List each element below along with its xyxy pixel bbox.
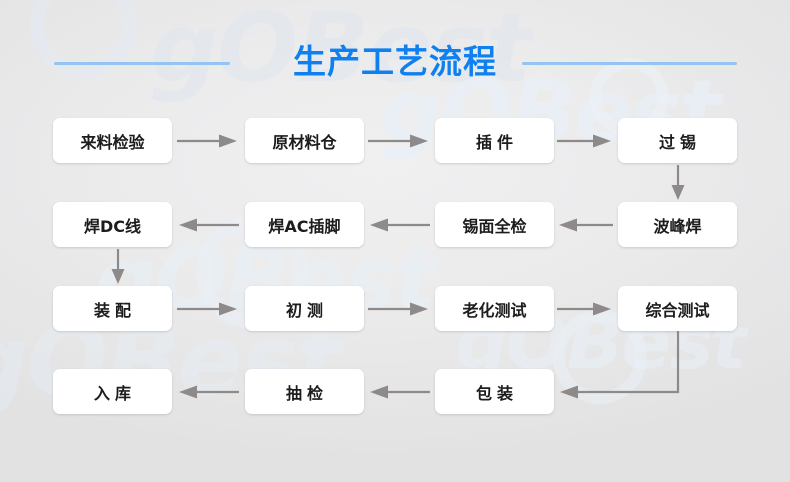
flow-node-label: 锡面全检 bbox=[462, 216, 527, 236]
arrow-left-icon bbox=[177, 217, 239, 233]
flow-node-label: 焊DC线 bbox=[83, 216, 142, 236]
flow-node-warehousing[interactable]: 入库 bbox=[53, 369, 172, 414]
flow-node-label: 综合测试 bbox=[645, 300, 710, 320]
title-rule-right bbox=[522, 62, 737, 65]
arrow-right-icon bbox=[557, 301, 613, 317]
flow-node-raw-material-warehouse[interactable]: 原材料仓 bbox=[245, 118, 364, 163]
flow-node-label: 波峰焊 bbox=[653, 216, 702, 236]
flow-node-label: 包装 bbox=[475, 383, 518, 403]
flow-node-label: 过锡 bbox=[658, 132, 701, 152]
flow-node-incoming-inspection[interactable]: 来料检验 bbox=[53, 118, 172, 163]
flow-node-assembly[interactable]: 装配 bbox=[53, 286, 172, 331]
flow-node-packaging[interactable]: 包装 bbox=[435, 369, 554, 414]
flow-node-label: 插件 bbox=[475, 132, 518, 152]
flow-node-label: 初测 bbox=[285, 300, 328, 320]
arrow-right-icon bbox=[368, 301, 430, 317]
arrow-left-icon bbox=[368, 384, 430, 400]
arrow-right-icon bbox=[368, 133, 430, 149]
flow-node-sampling-inspection[interactable]: 抽检 bbox=[245, 369, 364, 414]
arrow-down-icon bbox=[670, 165, 686, 201]
elbow-connector-down-left-icon bbox=[556, 331, 686, 401]
arrow-down-icon bbox=[110, 249, 126, 285]
arrow-right-icon bbox=[177, 301, 239, 317]
flow-node-label: 老化测试 bbox=[462, 300, 527, 320]
title-row: 生产工艺流程 bbox=[0, 38, 790, 86]
flow-node-tinning[interactable]: 过锡 bbox=[618, 118, 737, 163]
flow-node-tin-surface-inspection[interactable]: 锡面全检 bbox=[435, 202, 554, 247]
arrow-left-icon bbox=[368, 217, 430, 233]
flow-node-label: 原材料仓 bbox=[272, 132, 337, 152]
flow-node-initial-test[interactable]: 初测 bbox=[245, 286, 364, 331]
flow-node-label: 来料检验 bbox=[80, 132, 145, 152]
arrow-left-icon bbox=[177, 384, 239, 400]
flow-node-label: 焊AC插脚 bbox=[268, 216, 341, 236]
flow-node-insertion[interactable]: 插件 bbox=[435, 118, 554, 163]
title-rule-left bbox=[54, 62, 230, 65]
flow-node-solder-dc-wire[interactable]: 焊DC线 bbox=[53, 202, 172, 247]
arrow-right-icon bbox=[557, 133, 613, 149]
flow-node-label: 入库 bbox=[93, 383, 136, 403]
arrow-left-icon bbox=[557, 217, 613, 233]
arrow-right-icon bbox=[177, 133, 239, 149]
page-title: 生产工艺流程 bbox=[293, 42, 497, 81]
flow-node-label: 抽检 bbox=[285, 383, 328, 403]
flow-node-solder-ac-pin[interactable]: 焊AC插脚 bbox=[245, 202, 364, 247]
flow-node-aging-test[interactable]: 老化测试 bbox=[435, 286, 554, 331]
flow-node-label: 装配 bbox=[93, 300, 136, 320]
flow-node-comprehensive-test[interactable]: 综合测试 bbox=[618, 286, 737, 331]
flow-node-wave-soldering[interactable]: 波峰焊 bbox=[618, 202, 737, 247]
